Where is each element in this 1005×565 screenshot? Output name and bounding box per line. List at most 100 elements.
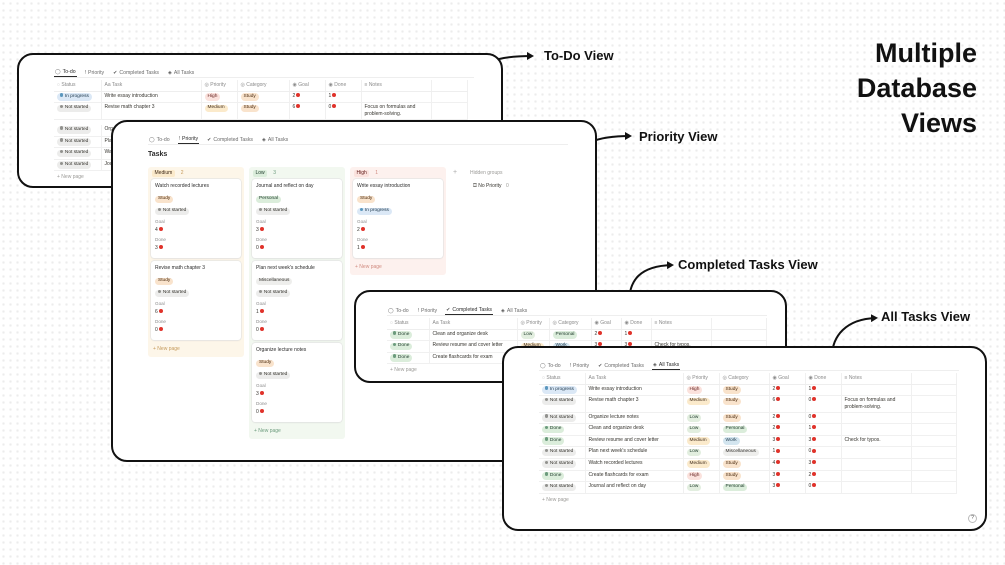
tab-all[interactable]: ◈All Tasks bbox=[261, 135, 289, 144]
category-tag[interactable]: Study bbox=[722, 472, 741, 480]
status-badge[interactable]: Not started bbox=[256, 289, 291, 297]
category-tag[interactable]: Personal bbox=[722, 425, 748, 434]
column-header[interactable]: Low 3 bbox=[249, 167, 345, 179]
col-task[interactable]: Aa Task bbox=[429, 318, 518, 330]
new-page-button[interactable]: + New page bbox=[153, 346, 180, 352]
tab-todo[interactable]: ◯To-do bbox=[54, 68, 77, 77]
col-status[interactable]: ◌ Status bbox=[539, 373, 586, 385]
task-title[interactable]: Watch recorded lectures bbox=[588, 459, 643, 466]
task-card[interactable]: Revise math chapter 3 Study Not started … bbox=[151, 261, 241, 340]
category-tag[interactable]: Personal bbox=[722, 483, 748, 492]
category-tag[interactable]: Study bbox=[722, 414, 741, 422]
table-row[interactable]: Done Clean and organize desk Low Persona… bbox=[387, 329, 767, 342]
table-row[interactable]: Not started Journal and reflect on day L… bbox=[539, 481, 957, 494]
col-task[interactable]: Aa Task bbox=[101, 80, 202, 92]
col-notes[interactable]: ≡ Notes bbox=[651, 318, 712, 330]
priority-tag[interactable]: Medium bbox=[686, 437, 710, 445]
status-badge[interactable]: In progress bbox=[542, 386, 577, 394]
status-badge[interactable]: Not started bbox=[57, 126, 92, 134]
table-row[interactable]: In progress Write essay introduction Hig… bbox=[54, 91, 468, 104]
col-goal[interactable]: ◉ Goal bbox=[591, 318, 622, 330]
status-badge[interactable]: Done bbox=[542, 425, 565, 434]
task-title[interactable]: Journal and reflect on day bbox=[588, 483, 647, 490]
new-page-button[interactable]: + New page bbox=[542, 496, 569, 503]
category-tag[interactable]: Study bbox=[722, 386, 741, 394]
category-tag[interactable]: Work bbox=[722, 437, 740, 445]
priority-tag[interactable]: High bbox=[686, 472, 703, 480]
priority-tag[interactable]: Medium bbox=[204, 104, 228, 113]
col-priority[interactable]: ◎ Priority bbox=[517, 318, 550, 330]
priority-tag[interactable]: Low bbox=[520, 331, 536, 339]
col-done[interactable]: ◉ Done bbox=[325, 80, 362, 92]
col-goal[interactable]: ◉ Goal bbox=[769, 373, 806, 385]
task-title[interactable]: Create flashcards for exam bbox=[432, 353, 493, 360]
status-badge[interactable]: Done bbox=[390, 354, 413, 362]
task-title[interactable]: Organize lecture notes bbox=[588, 413, 639, 420]
priority-tag[interactable]: Low bbox=[686, 483, 702, 492]
status-badge[interactable]: Not started bbox=[155, 289, 190, 297]
status-badge[interactable]: Not started bbox=[542, 397, 577, 406]
priority-tag[interactable]: Low bbox=[686, 425, 702, 434]
table-row[interactable]: Done Clean and organize desk Low Persona… bbox=[539, 423, 957, 436]
col-notes[interactable]: ≡ Notes bbox=[841, 373, 912, 385]
col-task[interactable]: Aa Task bbox=[585, 373, 684, 385]
table-row[interactable]: Done Create flashcards for exam High Stu… bbox=[539, 470, 957, 483]
category-tag[interactable]: Study bbox=[722, 397, 741, 406]
status-badge[interactable]: Not started bbox=[542, 460, 577, 468]
status-badge[interactable]: Done bbox=[542, 472, 565, 480]
new-page-button[interactable]: + New page bbox=[390, 367, 417, 374]
task-title[interactable]: Write essay introduction bbox=[104, 92, 158, 99]
col-category[interactable]: ◎ Category bbox=[549, 318, 592, 330]
priority-tag[interactable]: Low bbox=[686, 414, 702, 422]
task-title[interactable]: Write essay introduction bbox=[588, 385, 642, 392]
col-goal[interactable]: ◉ Goal bbox=[289, 80, 326, 92]
status-badge[interactable]: Not started bbox=[256, 207, 291, 215]
category-tag[interactable]: Personal bbox=[256, 195, 281, 203]
priority-tag[interactable]: High bbox=[204, 93, 221, 101]
add-group-button[interactable]: + bbox=[453, 169, 458, 176]
task-card[interactable]: Watch recorded lectures Study Not starte… bbox=[151, 179, 241, 258]
task-card[interactable]: Write essay introduction Study In progre… bbox=[353, 179, 443, 258]
category-tag[interactable]: Study bbox=[357, 195, 376, 203]
category-tag[interactable]: Miscellaneous bbox=[722, 448, 759, 457]
col-priority[interactable]: ◎ Priority bbox=[683, 373, 720, 385]
new-page-button[interactable]: + New page bbox=[355, 264, 382, 270]
column-header[interactable]: High 1 bbox=[350, 167, 446, 179]
col-priority[interactable]: ◎ Priority bbox=[201, 80, 238, 92]
category-tag[interactable]: Study bbox=[155, 195, 174, 203]
category-tag[interactable]: Study bbox=[256, 359, 275, 367]
task-title[interactable]: Plan next week's schedule bbox=[588, 448, 648, 455]
task-title[interactable]: Journ bbox=[105, 161, 118, 167]
category-tag[interactable]: Study bbox=[240, 93, 259, 101]
table-row[interactable]: Not started Revise math chapter 3 Medium… bbox=[54, 102, 468, 120]
priority-tag[interactable]: Medium bbox=[686, 460, 710, 468]
tab-all[interactable]: ◈All Tasks bbox=[652, 361, 681, 370]
tab-completed[interactable]: ✔Completed Tasks bbox=[445, 306, 494, 315]
category-tag[interactable]: Personal bbox=[552, 331, 578, 339]
status-badge[interactable]: Not started bbox=[57, 104, 92, 113]
task-title[interactable]: Create flashcards for exam bbox=[588, 471, 649, 478]
tab-priority[interactable]: !Priority bbox=[417, 306, 439, 315]
col-done[interactable]: ◉ Done bbox=[805, 373, 842, 385]
new-page-button[interactable]: + New page bbox=[254, 428, 281, 434]
col-category[interactable]: ◎ Category bbox=[237, 80, 290, 92]
tab-todo[interactable]: ◯To-do bbox=[148, 135, 171, 144]
no-priority-group[interactable]: ⛋ No Priority 0 bbox=[473, 183, 509, 189]
tab-todo[interactable]: ◯To-do bbox=[387, 306, 410, 315]
priority-tag[interactable]: High bbox=[686, 386, 703, 394]
status-badge[interactable]: Done bbox=[390, 331, 413, 339]
table-row[interactable]: In progress Write essay introduction Hig… bbox=[539, 384, 957, 397]
col-status[interactable]: ◌ Status bbox=[387, 318, 430, 330]
status-badge[interactable]: Not started bbox=[256, 371, 291, 379]
table-row[interactable]: Not started Watch recorded lectures Medi… bbox=[539, 458, 957, 471]
priority-tag[interactable]: Medium bbox=[686, 397, 710, 406]
tab-priority[interactable]: !Priority bbox=[569, 361, 591, 370]
tab-todo[interactable]: ◯To-do bbox=[539, 361, 562, 370]
task-title[interactable]: Review resume and cover letter bbox=[432, 342, 503, 349]
status-badge[interactable]: Done bbox=[390, 342, 413, 351]
category-tag[interactable]: Study bbox=[240, 104, 259, 113]
tab-completed[interactable]: ✔Completed Tasks bbox=[597, 361, 645, 370]
tab-completed[interactable]: ✔Completed Tasks bbox=[112, 68, 160, 77]
task-card[interactable]: Organize lecture notes Study Not started… bbox=[252, 343, 342, 422]
col-notes[interactable]: ≡ Notes bbox=[361, 80, 432, 92]
